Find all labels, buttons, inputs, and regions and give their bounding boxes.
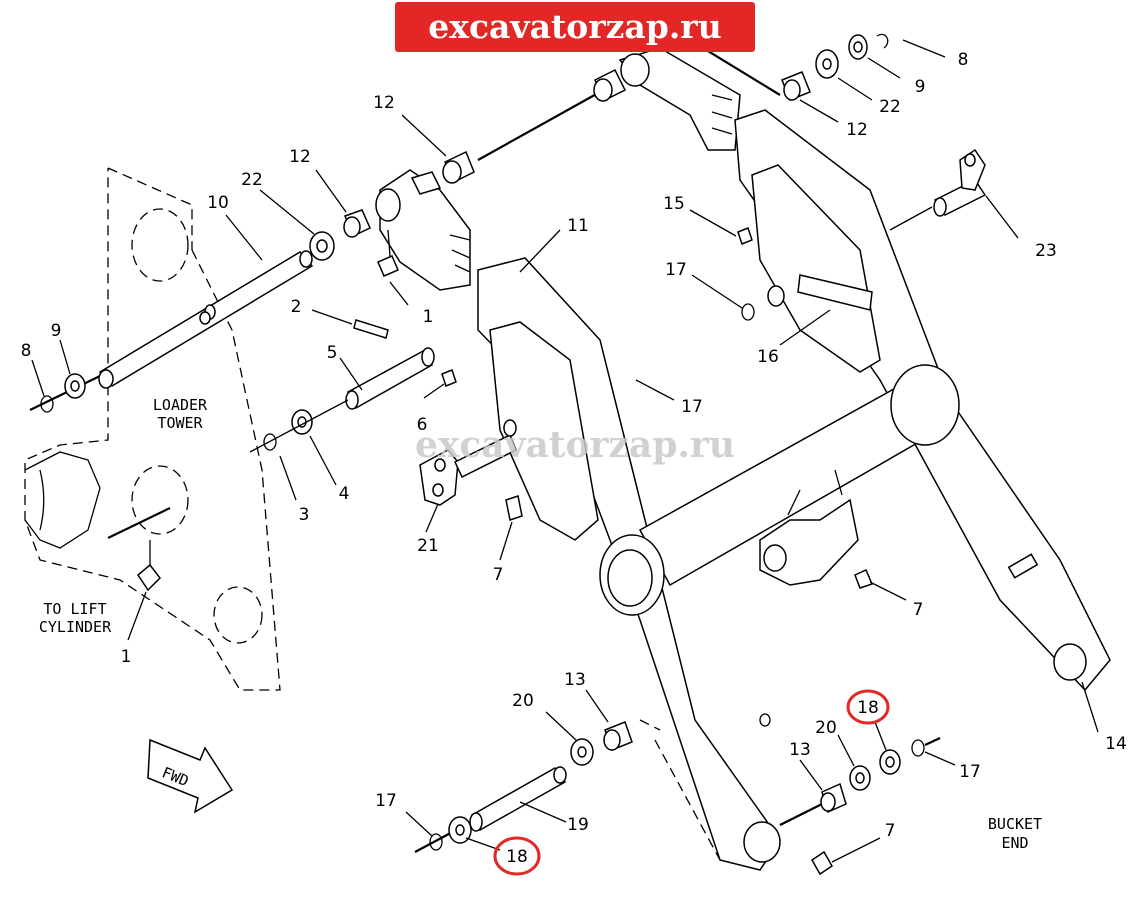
callout-23[interactable]: 23 (1035, 241, 1057, 261)
callout-18-highlighted[interactable]: 18 (506, 847, 528, 867)
fitting-1b (107, 507, 171, 592)
callout-3[interactable]: 3 (299, 505, 310, 525)
bushing-12c (783, 79, 801, 101)
section-labels: LOADER TOWER TO LIFT CYLINDER BUCKET END (39, 396, 1042, 852)
ring-17c (429, 833, 443, 851)
bucket-end-label-line1: BUCKET (988, 815, 1042, 833)
callout-9[interactable]: 9 (915, 77, 926, 97)
callout-20[interactable]: 20 (815, 718, 837, 738)
callout-20[interactable]: 20 (512, 691, 534, 711)
highlight-circle-18-upper (846, 689, 890, 725)
pin-5-group (249, 319, 457, 453)
watermark: excavatorzap.ru (414, 424, 736, 466)
callout-19[interactable]: 19 (567, 815, 589, 835)
callout-17[interactable]: 17 (681, 397, 703, 417)
left-pin-stack (29, 209, 371, 413)
callout-5[interactable]: 5 (327, 343, 338, 363)
loader-tower (24, 167, 281, 691)
ring-8b (876, 33, 889, 49)
callout-17[interactable]: 17 (959, 762, 981, 782)
fitting-1a (377, 255, 399, 277)
callout-17[interactable]: 17 (375, 791, 397, 811)
plate-16 (737, 227, 873, 321)
bucket-end-label-line2: END (1001, 834, 1028, 852)
callout-9[interactable]: 9 (51, 321, 62, 341)
leader-lines (31, 39, 1099, 863)
callout-22[interactable]: 22 (241, 170, 263, 190)
ring-17d (911, 739, 925, 757)
callout-15[interactable]: 15 (663, 194, 685, 214)
callout-13[interactable]: 13 (789, 740, 811, 760)
callout-1[interactable]: 1 (423, 307, 434, 327)
callout-6[interactable]: 6 (417, 415, 428, 435)
callout-7[interactable]: 7 (913, 600, 924, 620)
fwd-arrow[interactable]: FWD (147, 738, 234, 814)
pin-19-stack (414, 719, 721, 861)
callout-7[interactable]: 7 (493, 565, 504, 585)
callout-1[interactable]: 1 (121, 647, 132, 667)
callouts: 8 9 22 12 8 9 10 22 12 12 1 2 5 6 3 4 11… (21, 50, 1127, 876)
callout-21[interactable]: 21 (417, 536, 439, 556)
callout-12[interactable]: 12 (373, 93, 395, 113)
right-lower-stack (779, 569, 941, 876)
callout-11[interactable]: 11 (567, 216, 589, 236)
loader-tower-label-line2: TOWER (157, 414, 203, 432)
pin-21 (419, 419, 523, 521)
callout-16[interactable]: 16 (757, 347, 779, 367)
callout-8[interactable]: 8 (21, 341, 32, 361)
lift-cylinder-label-line1: TO LIFT (43, 600, 106, 618)
callout-8[interactable]: 8 (958, 50, 969, 70)
callout-12[interactable]: 12 (289, 147, 311, 167)
callout-12[interactable]: 12 (846, 120, 868, 140)
callout-4[interactable]: 4 (339, 484, 350, 504)
callout-17[interactable]: 17 (665, 260, 687, 280)
callout-10[interactable]: 10 (207, 193, 229, 213)
lift-cylinder-label-line2: CYLINDER (39, 618, 112, 636)
callout-2[interactable]: 2 (291, 297, 302, 317)
brand-banner[interactable]: excavatorzap.ru (395, 2, 755, 52)
top-cross-member (593, 33, 889, 151)
callout-14[interactable]: 14 (1105, 734, 1127, 754)
brand-banner-text: excavatorzap.ru (428, 7, 722, 46)
highlight-circle-18-lower (493, 836, 541, 876)
upper-bracket (375, 91, 601, 291)
ring-8a (40, 395, 54, 413)
loader-arm-frame (477, 109, 1111, 871)
callout-7[interactable]: 7 (885, 821, 896, 841)
pin-23 (889, 148, 987, 231)
callout-18-highlighted[interactable]: 18 (857, 698, 879, 718)
callout-13[interactable]: 13 (564, 670, 586, 690)
callout-22[interactable]: 22 (879, 97, 901, 117)
loader-tower-label-line1: LOADER (153, 396, 208, 414)
